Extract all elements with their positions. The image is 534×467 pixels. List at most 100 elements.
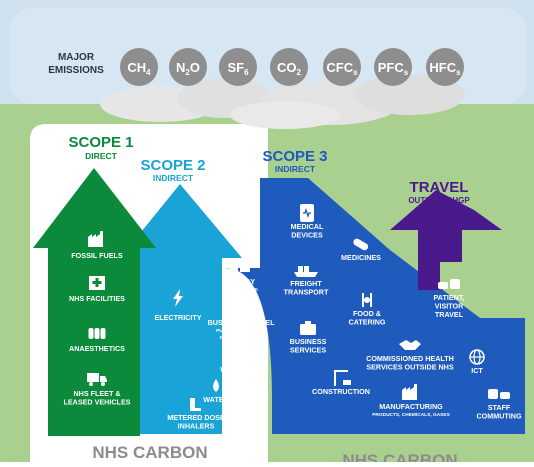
gas-subscript: 2 bbox=[185, 68, 190, 77]
gas-label: CO2 bbox=[277, 60, 302, 77]
item-label-line: SERVICES OUTSIDE NHS bbox=[366, 363, 454, 372]
scope-items: FOSSIL FUELS NHS FACILITIES ANAESTHETICS NH… bbox=[63, 204, 522, 431]
scope1-arrow bbox=[33, 168, 156, 436]
cloud bbox=[230, 101, 340, 129]
hospital-icon bbox=[89, 276, 105, 290]
scope3-item: CONSTRUCTION bbox=[312, 370, 370, 396]
scope1-item: ANAESTHETICS bbox=[69, 328, 125, 353]
item-label-line: COMMUTING bbox=[476, 412, 522, 421]
scope1-item: NHS FLEET &LEASED VEHICLES bbox=[63, 373, 131, 407]
scope3-item: WASTE bbox=[220, 349, 246, 374]
gas-circle bbox=[219, 48, 257, 86]
emissions-label-line2: EMISSIONS bbox=[48, 65, 104, 76]
item-label: MEDICINES bbox=[341, 253, 381, 262]
item-label-line: ANAESTHETICS bbox=[69, 344, 125, 353]
gas-base: SF bbox=[227, 60, 244, 75]
item-sublabel-line: GREY FLEET, ETC. bbox=[219, 335, 262, 341]
item-label-line: INHALERS bbox=[178, 422, 215, 431]
gas-circle bbox=[323, 48, 361, 86]
item-label-line: FOSSIL FUELS bbox=[71, 251, 123, 260]
item-label-line: CATERING bbox=[349, 318, 386, 327]
gas-label: N2O bbox=[176, 60, 200, 77]
cloud bbox=[355, 75, 465, 115]
item-label-line: MEDICAL bbox=[291, 222, 324, 231]
bus-car-icon bbox=[230, 304, 252, 314]
scope1-subtitle: DIRECT bbox=[85, 151, 117, 161]
travel-arrow bbox=[390, 190, 502, 290]
ship-icon bbox=[294, 266, 318, 277]
gas-label: PFCs bbox=[378, 60, 409, 77]
scope3-subtitle: INDIRECT bbox=[275, 164, 316, 174]
item-label: CONSTRUCTION bbox=[312, 387, 370, 396]
gas-label: CH4 bbox=[127, 60, 151, 77]
scope2-subtitle: INDIRECT bbox=[153, 173, 194, 183]
scope3-item: MEDICINES bbox=[341, 238, 381, 262]
scope1-item: NHS FACILITIES bbox=[69, 276, 125, 303]
item-label-line: ELECTRICITY bbox=[154, 313, 201, 322]
medical-device-icon bbox=[300, 204, 314, 222]
gas-circle bbox=[169, 48, 207, 86]
item-label: FOSSIL FUELS bbox=[71, 251, 123, 260]
item-label-line: MEDICINES bbox=[341, 253, 381, 262]
gas-label: SF6 bbox=[227, 60, 249, 77]
gas-badge: CH4 bbox=[120, 48, 158, 86]
item-label: ICT bbox=[471, 366, 483, 375]
item-label-line: NHS FACILITIES bbox=[69, 294, 125, 303]
gas-circle bbox=[426, 48, 464, 86]
gas-badge: CFCs bbox=[323, 48, 361, 86]
factory-icon bbox=[402, 384, 417, 400]
item-label-line: STAFF bbox=[488, 403, 511, 412]
item-label-line: COMMISSIONED HEALTH bbox=[366, 354, 454, 363]
gas-subscript: 2 bbox=[297, 68, 302, 77]
item-label-line: FOOD & bbox=[353, 309, 381, 318]
scope2-item: ELECTRICITY bbox=[154, 289, 202, 322]
item-label-line: TRANSPORT bbox=[284, 288, 329, 297]
item-label: ANAESTHETICS bbox=[69, 344, 125, 353]
scope3-item: ICT bbox=[469, 349, 485, 375]
gas-base: HFC bbox=[429, 60, 456, 75]
gas-subscript: s bbox=[353, 68, 358, 77]
cutlery-icon bbox=[362, 293, 372, 307]
inhaler-icon bbox=[190, 398, 201, 411]
scope1-item: FOSSIL FUELS bbox=[71, 231, 123, 260]
bus-car-icon bbox=[488, 389, 510, 399]
gas-circle bbox=[374, 48, 412, 86]
gas-base: PFC bbox=[378, 60, 405, 75]
scope3-title: SCOPE 3 bbox=[262, 148, 327, 165]
item-label-line: ICT bbox=[471, 366, 483, 375]
item-label: WASTE bbox=[220, 365, 246, 374]
item-label-line: METERED DOSE bbox=[167, 413, 225, 422]
gas-circle bbox=[270, 48, 308, 86]
gas-badge: HFCs bbox=[426, 48, 464, 86]
item-sublabel-line: PRODUCTS, CHEMICALS, GASES bbox=[372, 412, 450, 418]
item-sublabel-line: PUBLIC TRANSPORT, bbox=[216, 328, 267, 334]
gas-base: CH bbox=[127, 60, 146, 75]
item-label-line: MANUFACTURING bbox=[379, 402, 443, 411]
item-sublabel-line: WELL-TO-TANK bbox=[222, 287, 259, 293]
item-label: ELECTRICITY bbox=[154, 313, 201, 322]
gas-label: CFCs bbox=[326, 60, 358, 77]
gas-badge: SF6 bbox=[219, 48, 257, 86]
footer-left-label: NHS CARBON bbox=[92, 443, 207, 462]
item-label-line: LEASED VEHICLES bbox=[63, 398, 130, 407]
item-label: FOOD &CATERING bbox=[349, 309, 386, 327]
item-label-line: NHS FLEET & bbox=[73, 389, 120, 398]
item-label-line: ENERGY bbox=[225, 277, 256, 286]
gas-tail: O bbox=[190, 60, 200, 75]
